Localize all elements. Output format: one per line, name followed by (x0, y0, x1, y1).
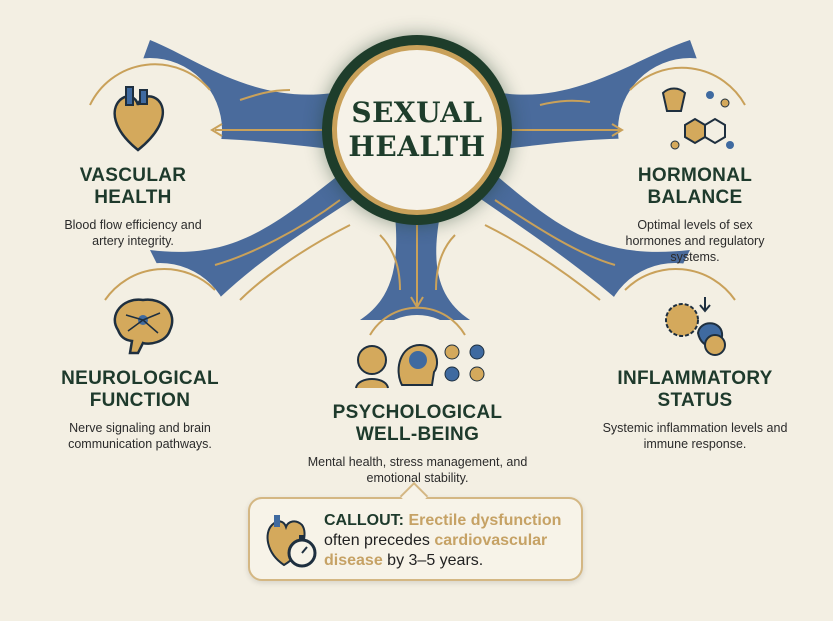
callout-text: CALLOUT: Erectile dysfunction often prec… (324, 511, 579, 571)
node-title: PSYCHOLOGICAL WELL-BEING (332, 402, 503, 445)
node-psychological: PSYCHOLOGICAL WELL-BEING Mental health, … (305, 402, 530, 486)
callout-highlight-cvd: cardiovascular disease (324, 532, 548, 569)
brain-icon (113, 298, 174, 355)
node-inflammatory: INFLAMMATORY STATUS Systemic inflammatio… (600, 368, 790, 452)
people-mind-icon (355, 343, 485, 389)
callout-label: CALLOUT: (324, 512, 404, 529)
gold-arrows (89, 63, 746, 336)
node-neurological: NEUROLOGICAL FUNCTION Nerve signaling an… (40, 368, 240, 452)
node-hormonal: HORMONAL BALANCE Optimal levels of sex h… (610, 165, 780, 265)
heart-icon (113, 86, 165, 152)
heart-stopwatch-icon (266, 515, 317, 568)
callout-box: CALLOUT: Erectile dysfunction often prec… (248, 497, 583, 581)
node-description: Optimal levels of sex hormones and regul… (625, 218, 765, 264)
node-title: HORMONAL BALANCE (637, 165, 753, 208)
node-description: Systemic inflammation levels and immune … (602, 421, 788, 451)
cells-icon (665, 297, 726, 356)
callout-text-1: often precedes (324, 532, 430, 549)
node-description: Blood flow efficiency and artery integri… (64, 218, 202, 248)
node-vascular: VASCULAR HEALTH Blood flow efficiency an… (53, 165, 213, 249)
node-title: VASCULAR HEALTH (79, 165, 187, 208)
node-description: Nerve signaling and brain communication … (68, 421, 212, 451)
center-hub: SEXUAL HEALTH (322, 35, 512, 225)
callout-text-2: by 3–5 years. (387, 552, 484, 569)
node-title: NEUROLOGICAL FUNCTION (61, 368, 219, 411)
node-title: INFLAMMATORY STATUS (617, 368, 773, 411)
hormone-molecule-icon (661, 87, 734, 150)
hub-title: SEXUAL HEALTH (348, 96, 486, 163)
node-description: Mental health, stress management, and em… (307, 455, 528, 485)
callout-highlight-ed: Erectile dysfunction (408, 512, 562, 529)
